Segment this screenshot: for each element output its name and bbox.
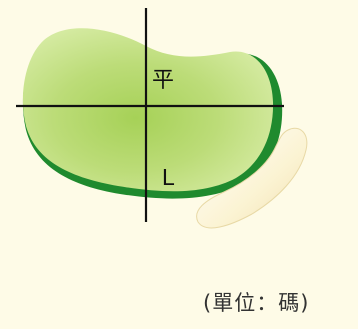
unit-note: (單位：碼) <box>203 291 310 315</box>
sand-bunker-shape <box>196 127 308 229</box>
label-width-marker: 平 <box>152 68 175 93</box>
label-length-marker: L <box>162 164 175 190</box>
putting-green-shape <box>22 28 274 192</box>
